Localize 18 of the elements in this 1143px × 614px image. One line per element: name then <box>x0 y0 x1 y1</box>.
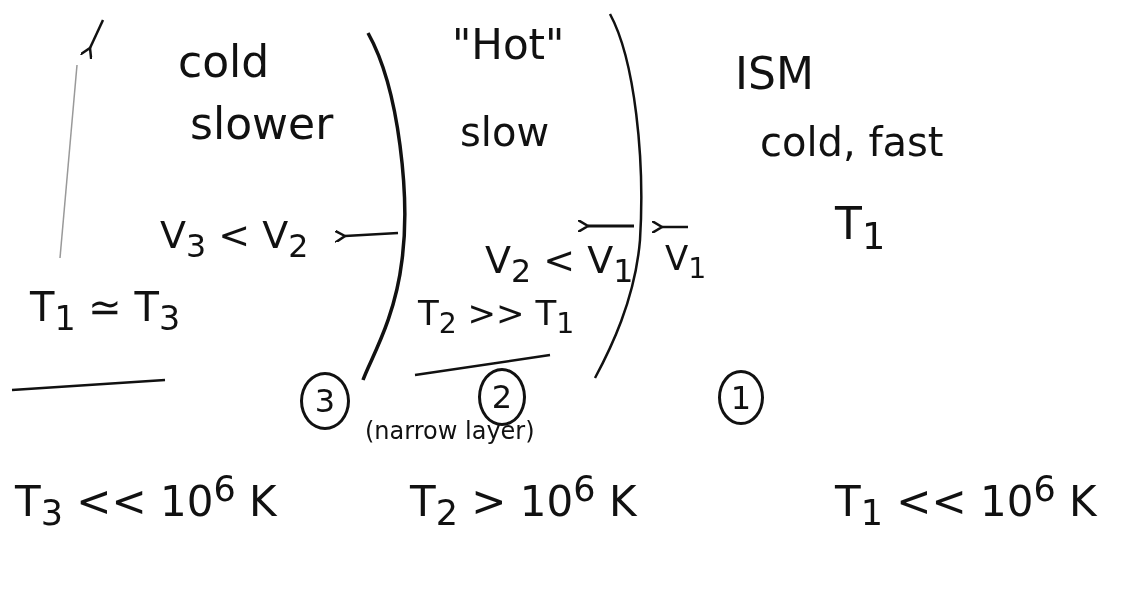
region-label: slower <box>190 100 334 149</box>
temperature-relation: T$_{1}$ ≃ T$_{3}$ <box>30 285 181 338</box>
temperature-relation: T$_{3}$ << 10$^{6}$ K <box>15 470 277 533</box>
temperature-relation: T$_{2}$ > 10$^{6}$ K <box>410 470 637 533</box>
velocity-relation: V$_{3}$ < V$_{2}$ <box>160 215 309 264</box>
temperature-relation: T$_{2}$ >> T$_{1}$ <box>418 295 575 339</box>
temperature-label: T$_{1}$ <box>835 200 886 258</box>
region-label: ISM <box>735 50 814 99</box>
temperature-relation: T$_{1}$ << 10$^{6}$ K <box>835 470 1097 533</box>
circled-number: 3 <box>300 372 350 430</box>
region-label: "Hot" <box>452 22 565 69</box>
velocity-relation: V$_{2}$ < V$_{1}$ <box>485 240 634 289</box>
region-label: slow <box>460 110 550 154</box>
region-label: cold, fast <box>760 120 944 164</box>
circled-number: 1 <box>718 370 764 425</box>
circled-number: 2 <box>478 368 526 426</box>
velocity-label: V$_{1}$ <box>665 240 707 284</box>
region-label: cold <box>178 38 270 87</box>
